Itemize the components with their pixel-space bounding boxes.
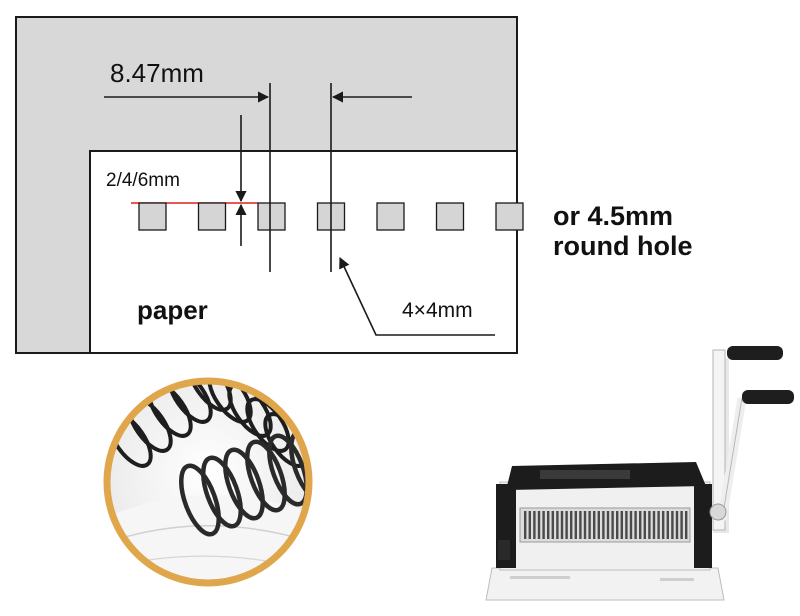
alt-round-hole-label: or 4.5mm round hole [553,201,692,261]
hole-size-leader [339,256,495,336]
comb-tooth [551,511,554,539]
comb-tooth [537,511,541,539]
comb-tooth [556,511,559,539]
comb-tooth [565,511,568,539]
comb-tooth [666,511,669,539]
comb-tooth [629,511,633,539]
comb-tooth [611,511,614,539]
comb-tooth [528,511,531,539]
punch-hole [435,202,465,231]
margin-options-label: 2/4/6mm [106,170,180,191]
comb-tooth [680,511,683,539]
comb-tooth [574,511,577,539]
comb-tooth [662,511,665,539]
comb-tooth [652,511,656,539]
comb-tooth [588,511,591,539]
alt-hole-line-1: or 4.5mm [553,201,674,231]
paper-sheet [89,150,518,354]
binding-machine-photo [485,346,794,601]
comb-tooth [560,511,564,539]
punch-hole [138,202,167,231]
comb-tooth [524,511,527,539]
comb-tooth [620,511,623,539]
comb-tooth [685,511,688,539]
comb-tooth [657,511,660,539]
punch-hole [197,202,227,231]
comb-tooth [671,511,674,539]
comb-tooth [547,511,550,539]
comb-tooth [648,511,651,539]
paper-label: paper [137,295,208,325]
wire-coil-photo [103,377,313,587]
comb-tooth [625,511,628,539]
punch-hole [376,202,405,231]
comb-tooth [634,511,637,539]
comb-tooth [606,511,610,539]
alt-hole-line-2: round hole [553,231,693,262]
hole-pitch-label: 8.47mm [110,58,204,88]
comb-tooth [639,511,642,539]
comb-tooth [616,511,619,539]
comb-tooth [597,511,600,539]
comb-tooth [570,511,573,539]
comb-tooth [593,511,596,539]
comb-tooth [643,511,646,539]
comb-tooth [675,511,679,539]
comb-tooth [583,511,587,539]
comb-tooth [542,511,545,539]
comb-tooth [579,511,582,539]
hole-size-label: 4×4mm [402,299,473,322]
comb-tooth [602,511,605,539]
punch-hole [257,202,286,231]
punch-hole [495,202,524,231]
machine-comb-teeth [524,511,688,539]
comb-tooth [533,511,536,539]
